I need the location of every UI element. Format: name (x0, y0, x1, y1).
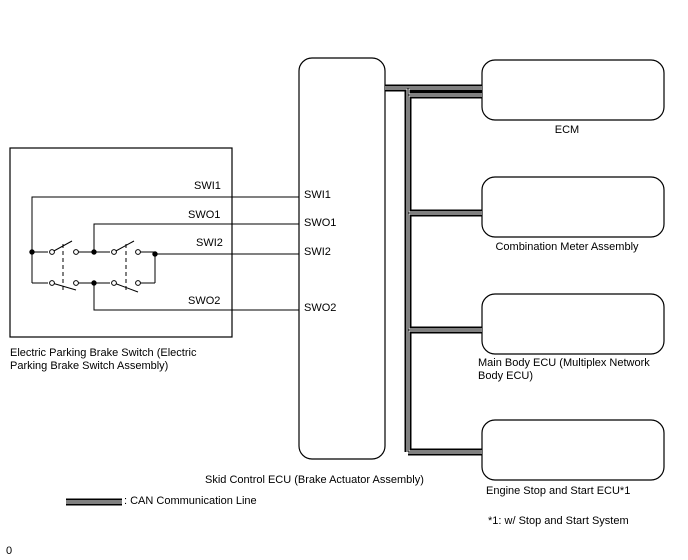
engine-stop-start-ecu-box (481, 419, 665, 481)
ecu-pin-swi2: SWI2 (304, 246, 331, 258)
ecm-label: ECM (554, 124, 580, 136)
combination-meter-box (481, 176, 665, 238)
wire-swi1 (31, 196, 299, 252)
ecu-pin-swo2: SWO2 (304, 302, 337, 314)
main-body-ecu-box (481, 293, 665, 355)
switch-pin-swi2: SWI2 (196, 237, 223, 249)
switch-assembly-box (9, 147, 233, 338)
switch-pin-swo1: SWO1 (188, 209, 221, 221)
engine-stop-start-ecu-label: Engine Stop and Start ECU*1 (486, 485, 631, 497)
signal-wires (31, 196, 299, 311)
ecm-box (481, 59, 665, 121)
main-body-ecu-label: Main Body ECU (Multiplex Network Body EC… (478, 357, 650, 382)
wire-swo2 (93, 283, 299, 311)
footnote: *1: w/ Stop and Start System (488, 515, 629, 527)
ecu-pin-swo1: SWO1 (304, 217, 337, 229)
can-bus (385, 84, 482, 456)
skid-control-ecu-caption: Skid Control ECU (Brake Actuator Assembl… (205, 474, 424, 486)
skid-control-ecu-box (298, 57, 386, 460)
switch-pin-swi1: SWI1 (194, 180, 221, 192)
switch-assembly-caption: Electric Parking Brake Switch (Electric … (10, 347, 197, 372)
combination-meter-label: Combination Meter Assembly (495, 241, 639, 253)
page-marker: 0 (6, 545, 13, 557)
switch-contacts (29, 240, 158, 293)
switch-pin-swo2: SWO2 (188, 295, 221, 307)
ecu-pin-swi1: SWI1 (304, 189, 331, 201)
wire-swo1 (93, 223, 299, 252)
legend-can-line-label: : CAN Communication Line (124, 495, 257, 507)
